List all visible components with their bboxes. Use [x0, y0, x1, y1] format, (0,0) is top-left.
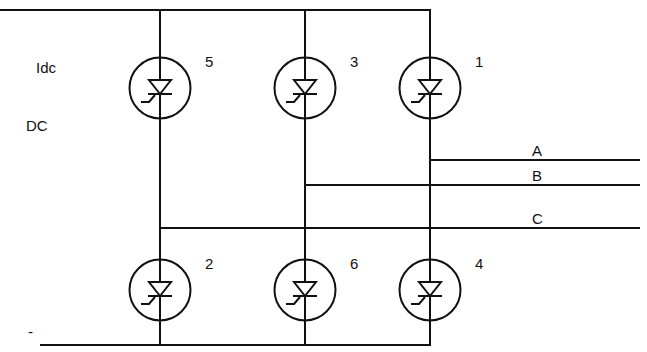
- thyristor-symbol: [273, 258, 337, 322]
- thyristor: 5: [128, 56, 192, 120]
- wire: [304, 322, 306, 345]
- phase-wire: [305, 184, 640, 186]
- terminal-label: -: [26, 324, 35, 339]
- wire: [159, 10, 161, 56]
- leg-wire: [429, 120, 431, 258]
- wire: [304, 10, 306, 56]
- thyristor-symbol: [273, 56, 337, 120]
- terminal-label: Idc: [34, 60, 58, 75]
- thyristor: 1: [398, 56, 462, 120]
- positive-bus: [0, 9, 431, 11]
- thyristor-symbol: [398, 258, 462, 322]
- thyristor-number: 1: [474, 54, 484, 69]
- phase-wire: [160, 227, 640, 229]
- terminal-label: A: [530, 143, 544, 158]
- leg-wire: [304, 120, 306, 258]
- terminal-label: C: [530, 211, 545, 226]
- thyristor-symbol: [128, 56, 192, 120]
- thyristor: 4: [398, 258, 462, 322]
- thyristor-symbol: [398, 56, 462, 120]
- thyristor-number: 3: [349, 54, 359, 69]
- wire: [159, 322, 161, 345]
- thyristor: 2: [128, 258, 192, 322]
- thyristor-number: 4: [474, 256, 484, 271]
- wire: [429, 322, 431, 345]
- thyristor: 3: [273, 56, 337, 120]
- leg-wire: [159, 120, 161, 258]
- thyristor-number: 2: [204, 256, 214, 271]
- terminal-label: B: [530, 168, 544, 183]
- phase-wire: [430, 159, 640, 161]
- thyristor-symbol: [128, 258, 192, 322]
- terminal-label: DC: [24, 118, 50, 133]
- thyristor-number: 5: [204, 54, 214, 69]
- thyristor-number: 6: [349, 256, 359, 271]
- thyristor: 6: [273, 258, 337, 322]
- wire: [429, 10, 431, 56]
- negative-bus: [40, 344, 431, 346]
